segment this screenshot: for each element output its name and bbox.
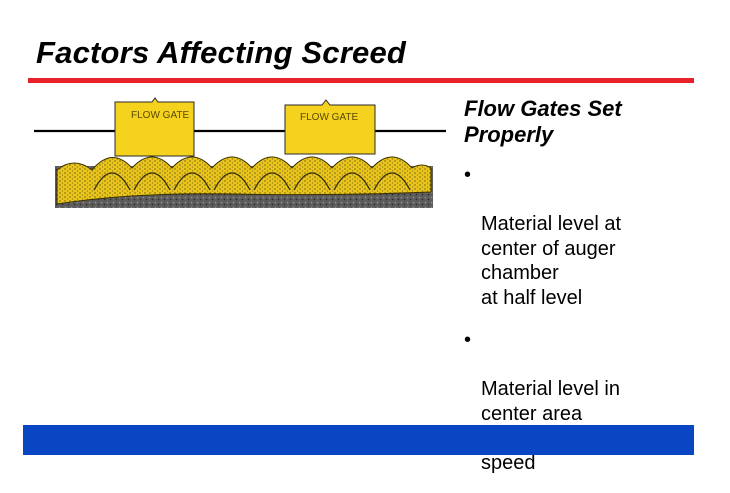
title-rule bbox=[28, 78, 694, 83]
flow-gate-diagram: FLOW GATE FLOW GATE bbox=[34, 97, 446, 208]
bullet-glyph: • bbox=[464, 329, 472, 351]
auger-flights bbox=[93, 172, 411, 191]
bullet-text: Material level at center of auger chambe… bbox=[481, 213, 622, 309]
flow-gate-left-label: FLOW GATE bbox=[131, 110, 189, 121]
flow-gate-right-label: FLOW GATE bbox=[300, 112, 358, 123]
bullet-glyph: • bbox=[464, 164, 472, 186]
flow-gate-right: FLOW GATE bbox=[284, 99, 376, 155]
list-item: • Material level at center of auger cham… bbox=[464, 163, 704, 310]
flow-gate-left: FLOW GATE bbox=[114, 97, 195, 157]
slide-title: Factors Affecting Screed bbox=[36, 35, 407, 70]
footer-bar bbox=[23, 425, 694, 455]
section-heading: Flow Gates Set Properly bbox=[464, 96, 622, 147]
